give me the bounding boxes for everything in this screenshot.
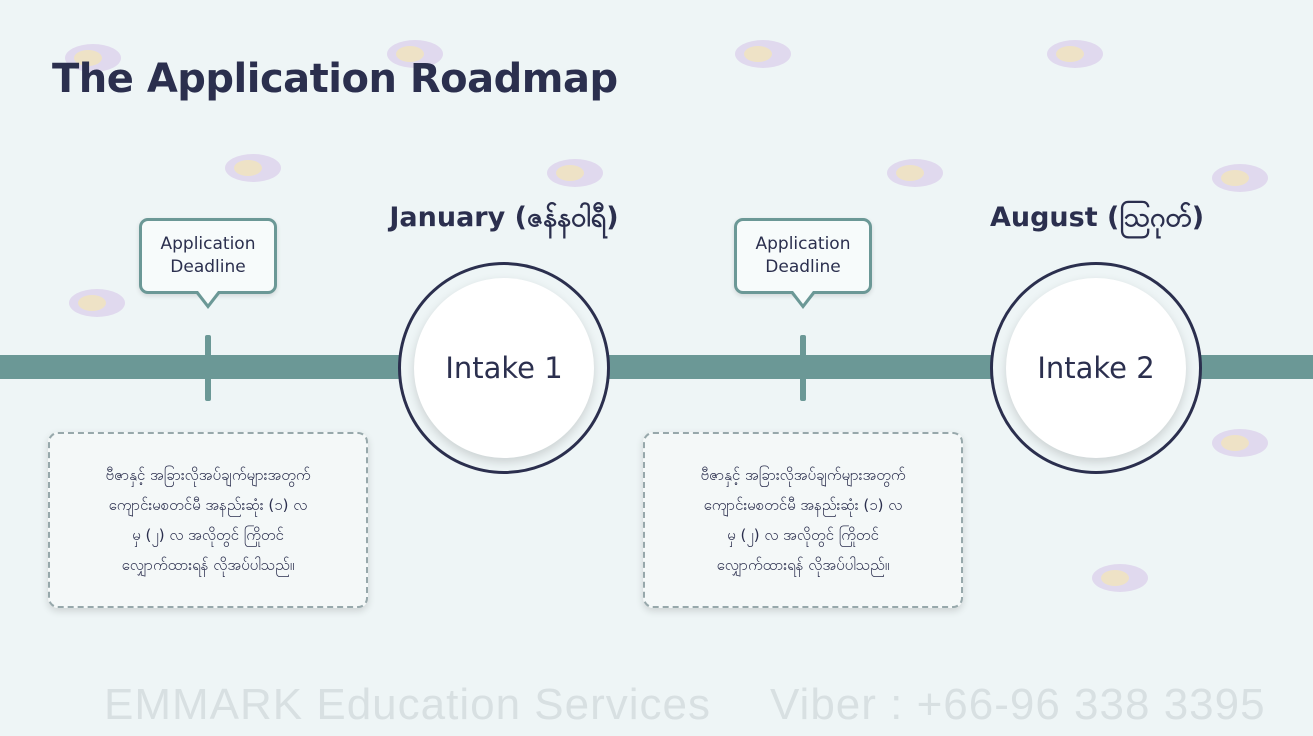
- deadline-tick-2: [800, 335, 806, 401]
- watermark-viber-text: Viber : +66-96 338 3395: [770, 680, 1266, 729]
- watermark-logo-icon: [547, 159, 603, 187]
- watermark-logo-icon: [1212, 429, 1268, 457]
- requirement-note-text: ဗီဇာနှင့် အခြားလိုအပ်ချက်များအတွက် ကျောင…: [105, 466, 311, 574]
- deadline-callout-1: Application Deadline: [139, 218, 277, 294]
- deadline-tick-1: [205, 335, 211, 401]
- deadline-callout-label: Application Deadline: [160, 234, 256, 277]
- requirement-note-1: ဗီဇာနှင့် အခြားလိုအပ်ချက်များအတွက် ကျောင…: [48, 432, 368, 608]
- deadline-callout-label: Application Deadline: [755, 234, 851, 277]
- watermark-logo-icon: [1047, 40, 1103, 68]
- intake-node-1: Intake 1: [398, 262, 610, 474]
- watermark-logo-icon: [1212, 164, 1268, 192]
- watermark-logo-icon: [387, 40, 443, 68]
- page-title: The Application Roadmap: [52, 56, 618, 102]
- intake-month-2: August (ဩဂုတ်): [989, 202, 1205, 233]
- deadline-callout-2: Application Deadline: [734, 218, 872, 294]
- intake-label-1: Intake 1: [414, 278, 594, 458]
- watermark-logo-icon: [887, 159, 943, 187]
- intake-label-2: Intake 2: [1006, 278, 1186, 458]
- watermark-logo-icon: [65, 44, 121, 72]
- watermark-logo-icon: [1092, 564, 1148, 592]
- watermark-logo-icon: [225, 154, 281, 182]
- callout-pointer-inner: [793, 291, 813, 304]
- watermark-logo-icon: [735, 40, 791, 68]
- callout-pointer-inner: [198, 291, 218, 304]
- intake-node-2: Intake 2: [990, 262, 1202, 474]
- watermark-logo-icon: [69, 289, 125, 317]
- requirement-note-text: ဗီဇာနှင့် အခြားလိုအပ်ချက်များအတွက် ကျောင…: [700, 466, 906, 574]
- requirement-note-2: ဗီဇာနှင့် အခြားလိုအပ်ချက်များအတွက် ကျောင…: [643, 432, 963, 608]
- intake-month-1: January (ဇန်နဝါရီ): [389, 202, 619, 233]
- watermark-company-text: EMMARK Education Services: [104, 680, 711, 729]
